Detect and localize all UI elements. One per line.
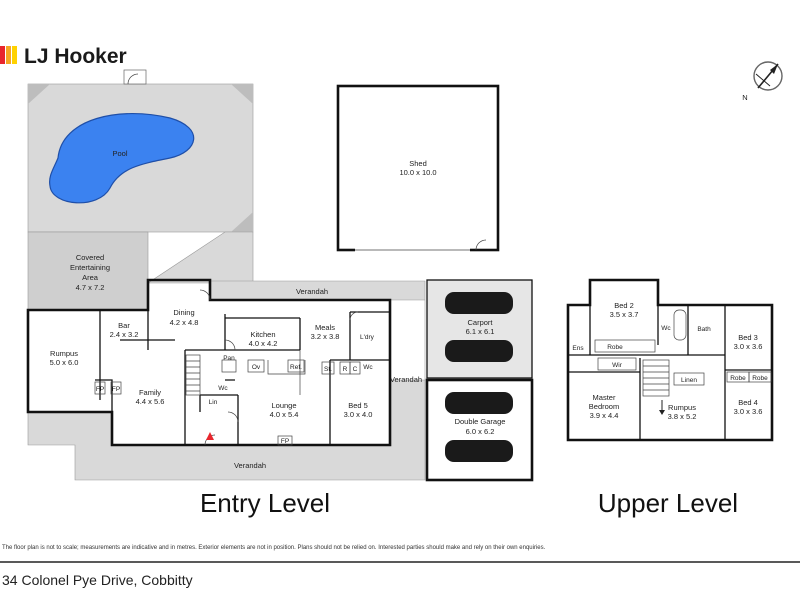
robe-r-label: R xyxy=(343,366,348,373)
disclaimer-text: The floor plan is not to scale; measurem… xyxy=(2,545,546,551)
robe-bed4-label: Robe xyxy=(730,375,746,382)
double-garage: Double Garage 6.0 x 6.2 xyxy=(425,378,534,482)
pantry-label: Pan xyxy=(223,355,235,362)
laundry-label: L'dry xyxy=(360,334,375,341)
covered-label-3: Area xyxy=(82,273,99,282)
rumpus-entry-dim: 5.0 x 6.0 xyxy=(50,358,79,367)
linen-upper-label: Linen xyxy=(681,377,697,384)
covered-label-2: Entertaining xyxy=(70,263,110,272)
lounge-dim: 4.0 x 5.4 xyxy=(270,410,299,419)
wc-entry-1-label: Wc xyxy=(363,364,373,371)
dining-label: Dining xyxy=(173,308,194,317)
pool-area: Pool xyxy=(27,69,254,233)
bed5-label: Bed 5 xyxy=(348,401,368,410)
shed-label: Shed xyxy=(409,159,427,168)
compass-north-label: N xyxy=(742,93,747,102)
verandah-top-label: Verandah xyxy=(296,287,328,296)
brand-stripe-yellow xyxy=(12,46,17,64)
family-dim: 4.4 x 5.6 xyxy=(136,397,165,406)
brand-stripe-orange xyxy=(6,46,11,64)
meals-dim: 3.2 x 3.8 xyxy=(311,332,340,341)
carport-dim: 6.1 x 6.1 xyxy=(466,327,495,336)
pool-label: Pool xyxy=(112,149,127,158)
ensuite-label: Ens xyxy=(572,345,584,352)
bar-label: Bar xyxy=(118,321,130,330)
entry-marker-icon xyxy=(206,432,214,440)
upper-stairs xyxy=(642,359,670,415)
oven-label: Ov xyxy=(252,364,261,371)
cupboard-c-label: C xyxy=(353,366,358,373)
bed3-label: Bed 3 xyxy=(738,333,758,342)
entry-stairs xyxy=(185,354,201,396)
fireplace-lounge-label: FP xyxy=(281,438,289,445)
bed4-label: Bed 4 xyxy=(738,398,758,407)
upper-level-house: Bed 2 3.5 x 3.7 Bed 3 3.0 x 3.6 Bed 4 3.… xyxy=(566,278,774,442)
fireplace-rumpus-label: FP xyxy=(112,386,120,393)
linen-entry-label: Lin xyxy=(209,399,218,406)
brand-name: LJ Hooker xyxy=(24,45,127,68)
entry-level-house: Dining 4.2 x 4.8 Bar 2.4 x 3.2 Rumpus 5.… xyxy=(26,278,392,447)
garage-dim: 6.0 x 6.2 xyxy=(466,427,495,436)
verandah-right-label: Verandah xyxy=(390,375,422,384)
bed5-dim: 3.0 x 4.0 xyxy=(344,410,373,419)
garage-label: Double Garage xyxy=(455,417,506,426)
kitchen-dim: 4.0 x 4.2 xyxy=(249,339,278,348)
wc-upper-label: Wc xyxy=(661,325,671,332)
property-address: 34 Colonel Pye Drive, Cobbitty xyxy=(2,572,193,588)
rumpus-entry-label: Rumpus xyxy=(50,349,78,358)
master-label-2: Bedroom xyxy=(589,402,619,411)
carport-label: Carport xyxy=(467,318,493,327)
wir-label: Wir xyxy=(612,362,623,369)
shed: Shed 10.0 x 10.0 xyxy=(336,84,500,252)
bath-label: Bath xyxy=(697,326,711,333)
lounge-label: Lounge xyxy=(271,401,296,410)
meals-label: Meals xyxy=(315,323,335,332)
covered-dim: 4.7 x 7.2 xyxy=(76,283,105,292)
entry-level-title: Entry Level xyxy=(200,488,330,518)
bar-dim: 2.4 x 3.2 xyxy=(110,330,139,339)
compass-icon: N xyxy=(742,61,783,102)
bed4-dim: 3.0 x 3.6 xyxy=(734,407,763,416)
wc-entry-2-label: Wc xyxy=(218,385,228,392)
brand-logo: LJ Hooker xyxy=(0,45,127,68)
covered-label-1: Covered xyxy=(76,253,104,262)
family-label: Family xyxy=(139,388,161,397)
robe-bed4-2-label: Robe xyxy=(752,375,768,382)
fridge-label: Ref. xyxy=(290,364,302,371)
bed2-dim: 3.5 x 3.7 xyxy=(610,310,639,319)
bed3-dim: 3.0 x 3.6 xyxy=(734,342,763,351)
rumpus-upper-dim: 3.8 x 5.2 xyxy=(668,412,697,421)
bed2-label: Bed 2 xyxy=(614,301,634,310)
carport: Carport 6.1 x 6.1 xyxy=(426,279,533,379)
fireplace-family-label: FP xyxy=(96,386,104,393)
kitchen-label: Kitchen xyxy=(250,330,275,339)
master-dim: 3.9 x 4.4 xyxy=(590,411,619,420)
car-icon xyxy=(445,292,513,362)
rumpus-upper-label: Rumpus xyxy=(668,403,696,412)
store-label: St. xyxy=(324,366,332,373)
shed-dim: 10.0 x 10.0 xyxy=(399,168,436,177)
master-label-1: Master xyxy=(593,393,616,402)
dining-dim: 4.2 x 4.8 xyxy=(170,318,199,327)
brand-stripe-red xyxy=(0,46,5,64)
covered-entertaining-area: Covered Entertaining Area 4.7 x 7.2 xyxy=(27,231,254,311)
upper-level-title: Upper Level xyxy=(598,488,738,518)
car-icon xyxy=(445,392,513,462)
pool-shape xyxy=(49,112,195,204)
robe-bed2-label: Robe xyxy=(607,344,623,351)
verandah-bottom-label: Verandah xyxy=(234,461,266,470)
